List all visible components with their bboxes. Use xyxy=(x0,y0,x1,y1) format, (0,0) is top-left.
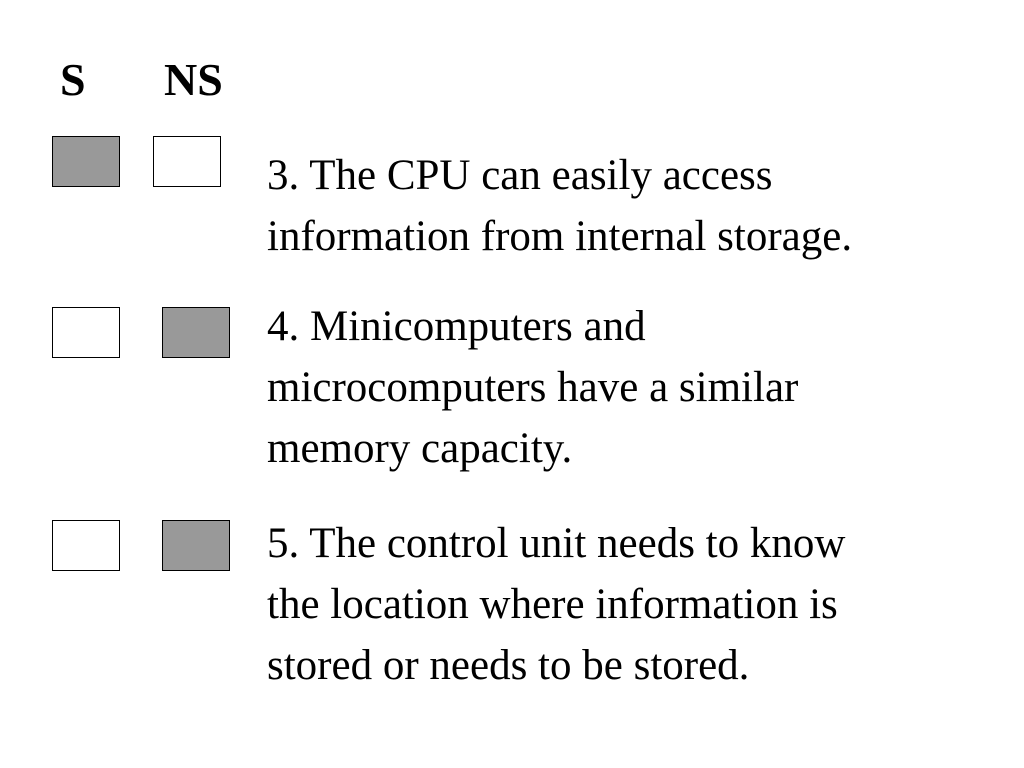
statement-line: microcomputers have a similar xyxy=(267,364,799,411)
statement-item-3: 3. The CPU can easily access information… xyxy=(267,145,1007,267)
statement-line: stored or needs to be stored. xyxy=(267,642,750,689)
statement-line: information from internal storage. xyxy=(267,213,853,260)
item-5-s-checkbox[interactable] xyxy=(52,520,120,571)
item-3-s-checkbox[interactable] xyxy=(52,136,120,187)
item-4-ns-checkbox[interactable] xyxy=(162,307,230,358)
statement-line: 4. Minicomputers and xyxy=(267,303,646,350)
item-4-s-checkbox[interactable] xyxy=(52,307,120,358)
item-5-ns-checkbox[interactable] xyxy=(162,520,230,571)
statement-line: the location where information is xyxy=(267,581,838,628)
column-header-ns: NS xyxy=(164,54,223,105)
statement-item-4: 4. Minicomputers and microcomputers have… xyxy=(267,296,1007,479)
item-3-ns-checkbox[interactable] xyxy=(153,136,221,187)
statement-line: 3. The CPU can easily access xyxy=(267,152,773,199)
statement-line: 5. The control unit needs to know xyxy=(267,520,846,567)
column-header-s: S xyxy=(60,54,86,105)
statement-line: memory capacity. xyxy=(267,425,573,472)
statement-item-5: 5. The control unit needs to know the lo… xyxy=(267,513,1007,696)
